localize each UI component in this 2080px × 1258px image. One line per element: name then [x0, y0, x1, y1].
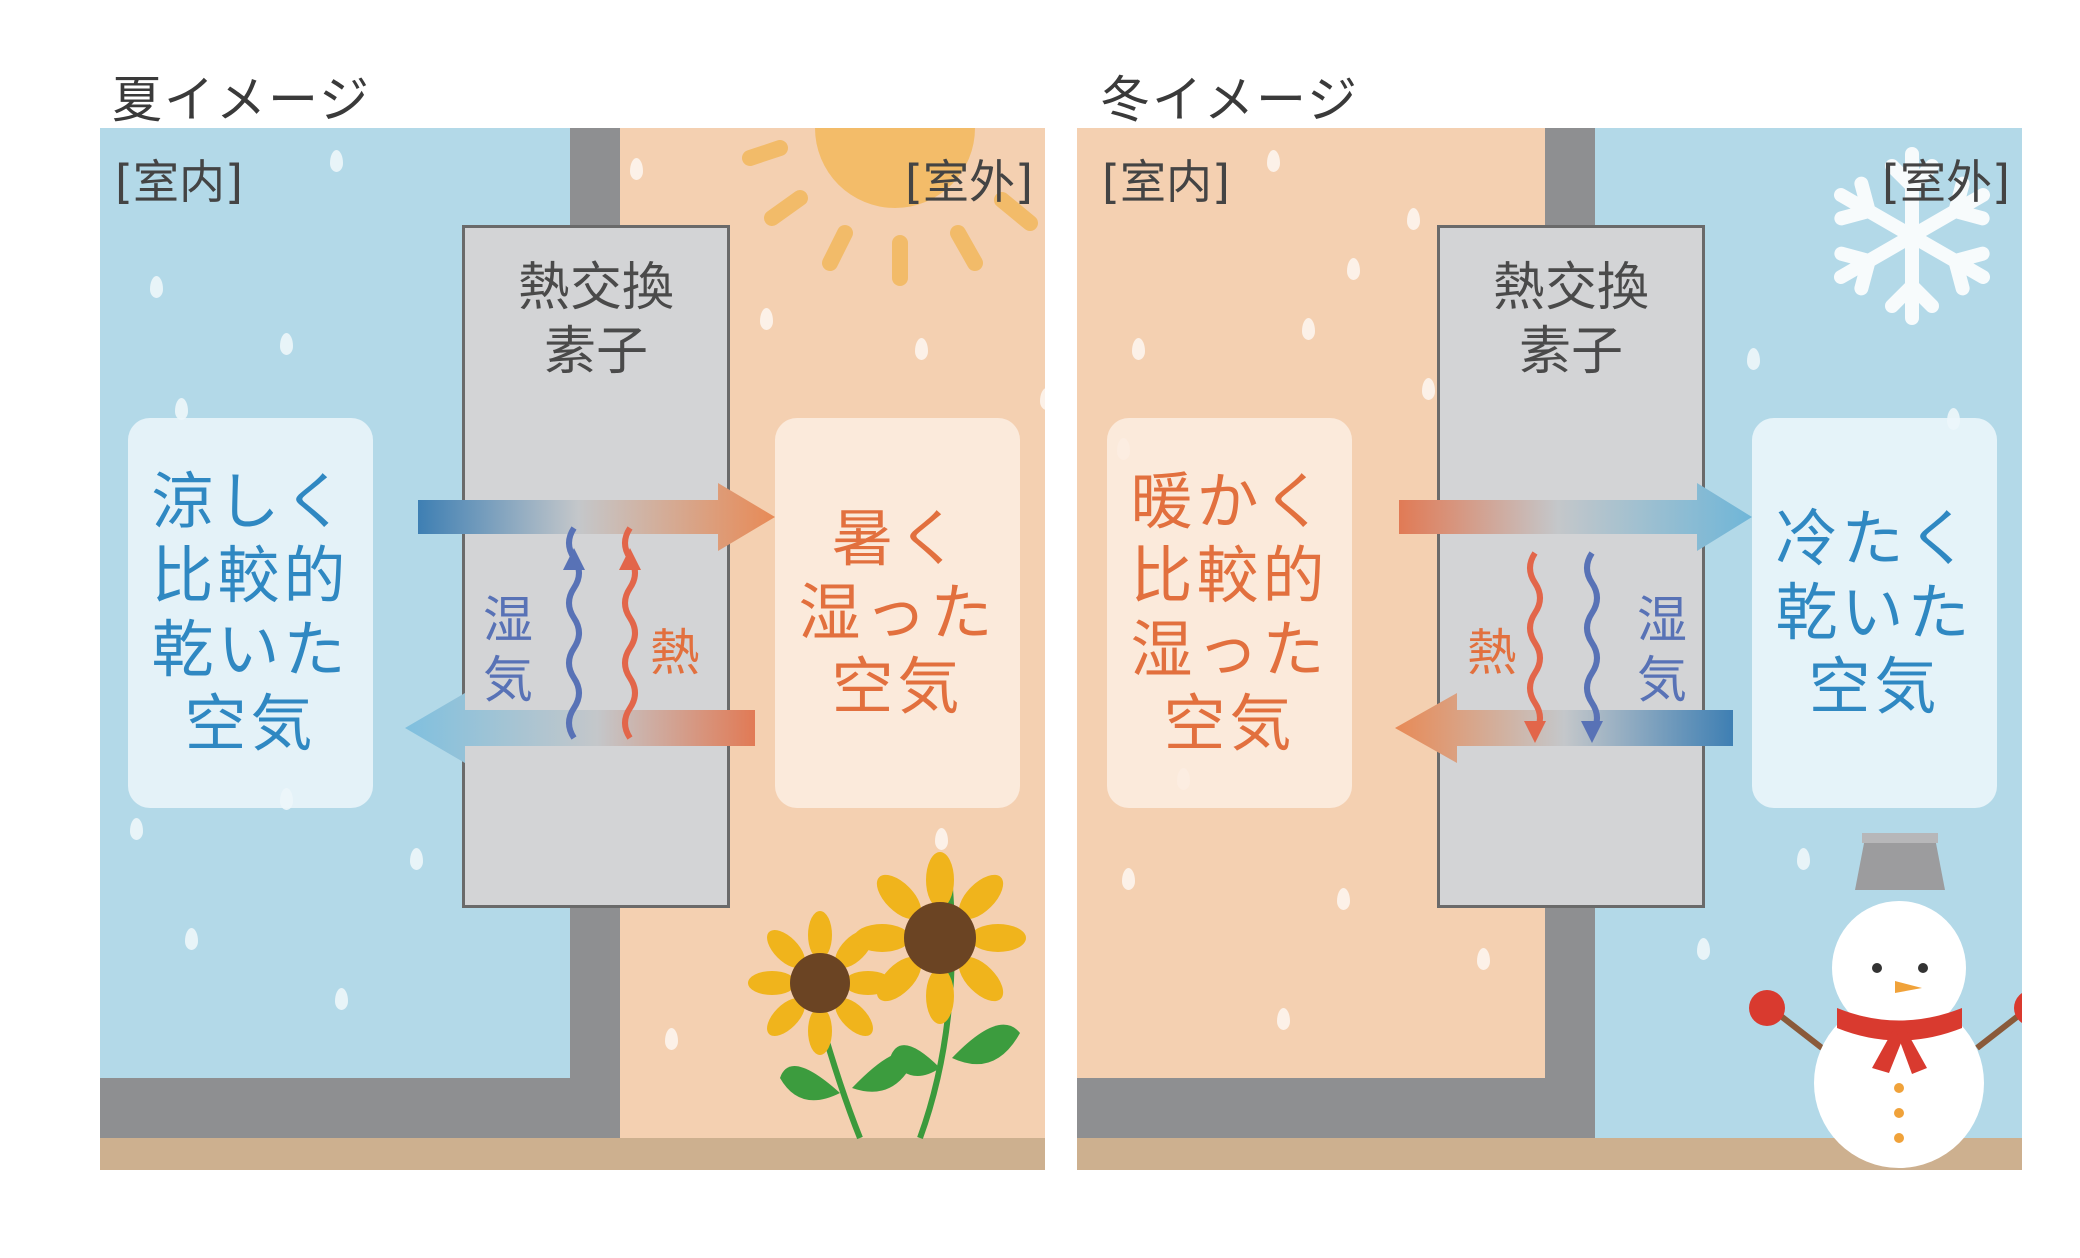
winter-indoor-air-line: 暖かく: [1130, 465, 1329, 538]
winter-indoor-air-line: 空気: [1163, 687, 1296, 760]
droplet: [1477, 948, 1490, 970]
droplet: [335, 988, 348, 1010]
droplet: [935, 828, 948, 850]
droplet: [185, 928, 198, 950]
droplet: [760, 308, 773, 330]
snowflake-icon: [1833, 147, 1991, 325]
droplet: [1122, 868, 1135, 890]
summer-heat-exchange-element: 熱交換 素子: [462, 225, 730, 908]
droplet: [410, 848, 423, 870]
heat-wave: [619, 526, 641, 740]
droplet: [280, 333, 293, 355]
summer-humidity-label: 湿 気: [483, 591, 533, 709]
droplet: [1422, 378, 1435, 400]
summer-indoor-air-line: 涼しく: [151, 465, 350, 538]
droplet: [1407, 208, 1420, 230]
summer-heat-label: 熱: [650, 624, 700, 682]
droplet: [330, 150, 343, 172]
droplet: [1347, 258, 1360, 280]
droplet: [1267, 150, 1280, 172]
droplet: [630, 158, 643, 180]
winter-heat-label: 熱: [1467, 624, 1517, 682]
sunflower-icon: [748, 852, 1026, 1140]
winter-indoor-tag: [室内]: [1102, 155, 1230, 209]
droplet: [915, 338, 928, 360]
element-label: 熱交換 素子: [517, 258, 674, 382]
winter-outdoor-air-box: 冷たく 乾いた 空気: [1752, 418, 1997, 808]
element-label: 熱交換 素子: [1492, 258, 1649, 382]
supply-air-arrow: [418, 483, 775, 551]
summer-indoor-air-box: 涼しく 比較的 乾いた 空気: [128, 418, 373, 808]
summer-indoor-air-line: 乾いた: [151, 613, 350, 686]
supply-air-arrow: [1399, 483, 1752, 551]
exhaust-air-arrow: [405, 693, 755, 763]
snowman-icon: [1749, 833, 2022, 1168]
summer-outdoor-air-line: 空気: [831, 650, 964, 723]
sun-icon: [742, 128, 1038, 286]
droplet: [1697, 938, 1710, 960]
droplet: [665, 1028, 678, 1050]
winter-outdoor-air-line: 冷たく: [1775, 502, 1974, 575]
summer-indoor-air-line: 空気: [184, 687, 317, 760]
winter-floor: [1077, 1078, 1595, 1138]
winter-humidity-label: 湿 気: [1637, 591, 1687, 709]
winter-indoor-air-line: 湿った: [1130, 613, 1329, 686]
winter-outdoor-air-line: 空気: [1808, 650, 1941, 723]
summer-outdoor-air-line: 暑く: [831, 502, 964, 575]
droplet: [1337, 888, 1350, 910]
winter-outdoor-air-line: 乾いた: [1775, 576, 1974, 649]
droplet: [175, 398, 188, 420]
winter-indoor-air-box: 暖かく 比較的 湿った 空気: [1107, 418, 1352, 808]
winter-flow-arrows: [1395, 483, 1752, 763]
summer-outdoor-air-box: 暑く 湿った 空気: [775, 418, 1020, 808]
summer-ground: [100, 1138, 1045, 1170]
summer-flow-arrows: [405, 483, 775, 763]
winter-outdoor-tag: [室外]: [1882, 155, 2010, 209]
droplet: [1302, 318, 1315, 340]
exhaust-air-arrow: [1395, 693, 1733, 763]
summer-outdoor-tag: [室外]: [905, 155, 1033, 209]
droplet: [1277, 1008, 1290, 1030]
droplet: [130, 818, 143, 840]
winter-heading: 冬イメージ: [1100, 71, 1359, 129]
humidity-wave: [563, 526, 585, 740]
droplet: [1747, 348, 1760, 370]
summer-indoor-air-line: 比較的: [151, 539, 350, 612]
summer-panel: [室内] [室外] 熱交換 素子 涼しく 比較的 乾いた 空気 暑く 湿った 空…: [100, 128, 1045, 1170]
humidity-wave: [1581, 551, 1603, 743]
droplet: [1040, 388, 1045, 410]
summer-floor: [100, 1078, 620, 1138]
summer-heading: 夏イメージ: [112, 71, 371, 129]
winter-heat-exchange-element: 熱交換 素子: [1437, 225, 1705, 908]
winter-indoor-air-line: 比較的: [1130, 539, 1329, 612]
droplet: [150, 276, 163, 298]
droplet: [1797, 848, 1810, 870]
summer-indoor-tag: [室内]: [115, 155, 243, 209]
droplet: [1132, 338, 1145, 360]
heat-wave: [1524, 551, 1546, 743]
winter-panel: [室内] [室外] 熱交換 素子 暖かく 比較的 湿った 空気 冷たく 乾いた …: [1077, 128, 2022, 1170]
summer-outdoor-air-line: 湿った: [798, 576, 997, 649]
